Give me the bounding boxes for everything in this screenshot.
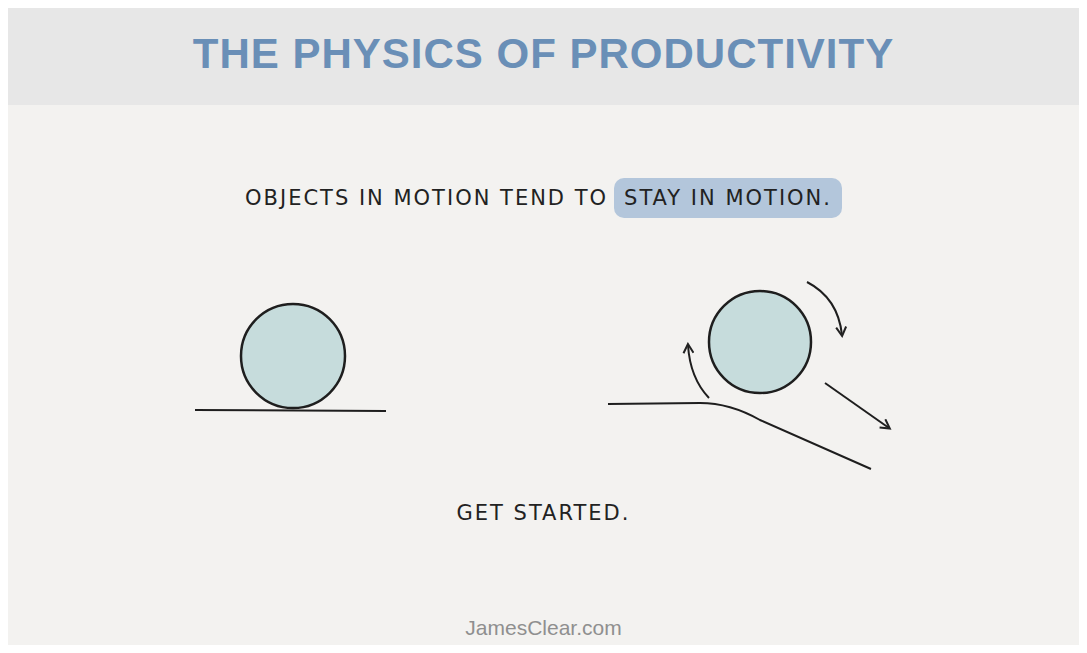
title-text: THE PHYSICS OF PRODUCTIVITY <box>0 30 1087 78</box>
rolling-ball <box>608 282 889 469</box>
highlighted-text: STAY IN MOTION. <box>614 178 842 218</box>
motto-text: OBJECTS IN MOTION TEND TO <box>245 186 608 210</box>
call-to-action: GET STARTED. <box>0 501 1087 525</box>
motto-line: OBJECTS IN MOTION TEND TOSTAY IN MOTION. <box>0 186 1087 210</box>
resting-ball <box>195 304 386 411</box>
watermark: JamesClear.com <box>0 616 1087 640</box>
